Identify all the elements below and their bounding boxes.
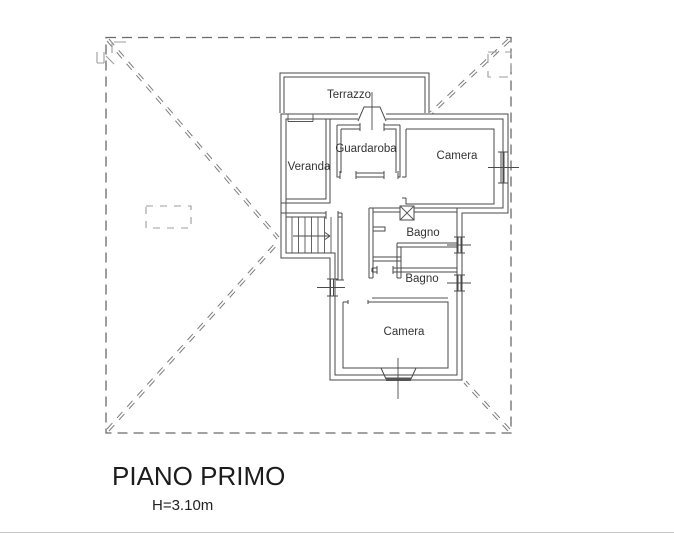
room-label-camera-top: Camera [437,150,479,162]
room-label-veranda: Veranda [288,161,331,173]
terrace-parapet [279,72,430,113]
door-swing-symbol [399,205,415,221]
room-label-camera-bottom: Camera [384,326,426,338]
window-bagno-bottom-right [447,274,471,292]
guardaroba-walls [336,123,401,179]
plan-title: PIANO PRIMO [112,461,285,491]
room-label-bagno-bottom: Bagno [405,273,438,285]
stair-walls [281,211,344,281]
window-left-wall [317,278,345,297]
veranda-walls [281,113,331,204]
camera-bottom-walls [342,297,449,369]
reference-marker-left [145,205,192,229]
reference-marker-top-left [96,41,126,65]
plan-height-note: H=3.10m [152,497,213,514]
room-label-guardaroba: Guardaroba [335,143,397,155]
room-label-bagno-top: Bagno [406,227,439,239]
terrace-door [357,92,387,130]
room-labels: Terrazzo Veranda Guardaroba Camera Bagno… [288,89,478,338]
window-camera-bottom [380,358,417,399]
window-bagno-top-right [447,236,471,254]
camera-top-walls [402,128,495,205]
title-block: PIANO PRIMO H=3.10m [112,461,285,514]
staircase [291,217,332,253]
bathroom-walls [368,205,457,279]
window-camera-top-right [488,151,519,184]
reference-marker-top-right [487,51,512,78]
room-label-terrazzo: Terrazzo [327,89,371,101]
stair-direction-arrow [293,232,331,240]
roof-hip-lines [106,38,511,432]
